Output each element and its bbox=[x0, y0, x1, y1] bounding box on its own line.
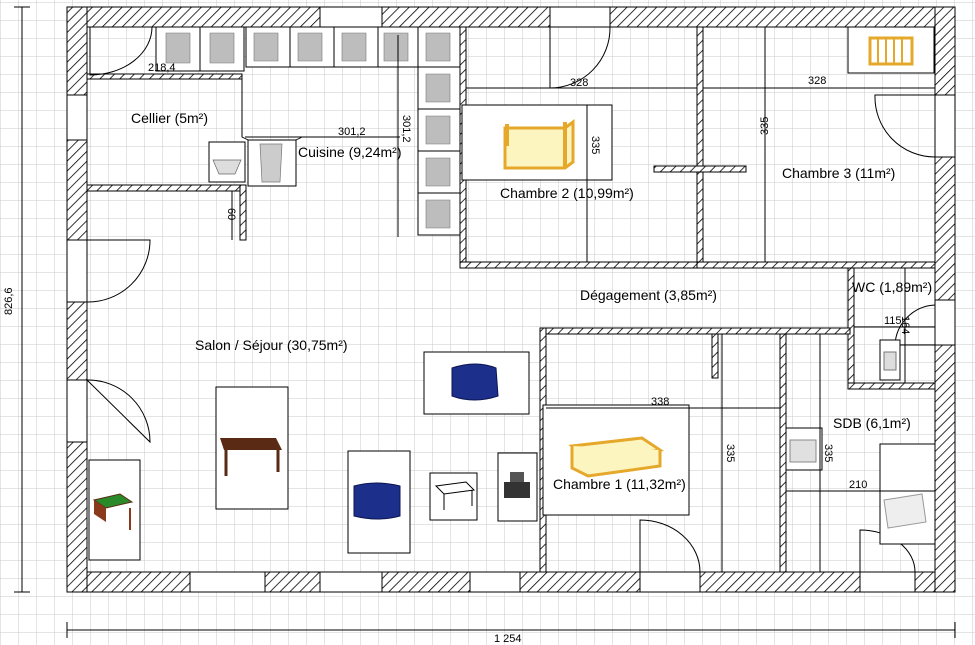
dim-sdb-height: 335 bbox=[822, 444, 834, 462]
sofa-icon[interactable] bbox=[423, 351, 530, 415]
dim-chambre1-width: 338 bbox=[651, 396, 669, 408]
dim-total-height: 826,6 bbox=[3, 287, 15, 315]
sink-icon bbox=[165, 32, 451, 229]
dim-wc-width: 115 bbox=[884, 315, 902, 327]
sofa-icon-2[interactable] bbox=[347, 450, 411, 554]
dim-chambre1-height: 335 bbox=[724, 444, 736, 462]
dim-cellier-width: 218,4 bbox=[148, 62, 176, 74]
dim-chambre3-height: 335 bbox=[759, 117, 771, 135]
washbasin-shape bbox=[212, 159, 242, 175]
room-label-cellier: Cellier (5m²) bbox=[131, 110, 208, 126]
dim-chambre2-width: 328 bbox=[570, 77, 588, 89]
dim-cuisine-width: 301,2 bbox=[338, 126, 366, 138]
room-label-salon: Salon / Séjour (30,75m²) bbox=[195, 337, 348, 353]
dim-wc-height: 164 bbox=[899, 316, 911, 334]
crib-icon[interactable] bbox=[847, 26, 935, 74]
table-icon[interactable] bbox=[215, 386, 289, 510]
dim-cuisine-height: 301,2 bbox=[400, 115, 412, 143]
toilet-icon[interactable] bbox=[879, 339, 901, 381]
room-label-chambre2: Chambre 2 (10,99m²) bbox=[500, 185, 634, 201]
dim-chambre2-height: 335 bbox=[589, 136, 601, 154]
dim-cellier-wall: 60 bbox=[225, 208, 237, 220]
windows[interactable] bbox=[66, 6, 956, 593]
dim-chambre3-width: 328 bbox=[808, 75, 826, 87]
desk-icon[interactable] bbox=[88, 459, 141, 561]
bed-icon-chambre1[interactable] bbox=[542, 404, 690, 516]
coffee-table-icon[interactable] bbox=[429, 472, 478, 521]
bathroom-sink-icon[interactable] bbox=[785, 427, 823, 471]
bathtub-icon[interactable] bbox=[879, 443, 936, 545]
dim-sdb-width: 210 bbox=[849, 479, 867, 491]
room-label-sdb: SDB (6,1m²) bbox=[833, 415, 911, 431]
fridge-shape bbox=[259, 143, 283, 183]
room-label-cuisine: Cuisine (9,24m²) bbox=[298, 144, 401, 160]
dim-total-width: 1 254 bbox=[494, 633, 522, 645]
room-label-wc: WC (1,89m²) bbox=[852, 279, 932, 295]
room-label-chambre1: Chambre 1 (11,32m²) bbox=[553, 476, 686, 492]
tv-stand-icon[interactable] bbox=[497, 452, 538, 522]
room-label-degagement: Dégagement (3,85m²) bbox=[580, 287, 717, 303]
dimension-lines bbox=[14, 6, 956, 638]
room-label-chambre3: Chambre 3 (11m²) bbox=[782, 165, 895, 181]
